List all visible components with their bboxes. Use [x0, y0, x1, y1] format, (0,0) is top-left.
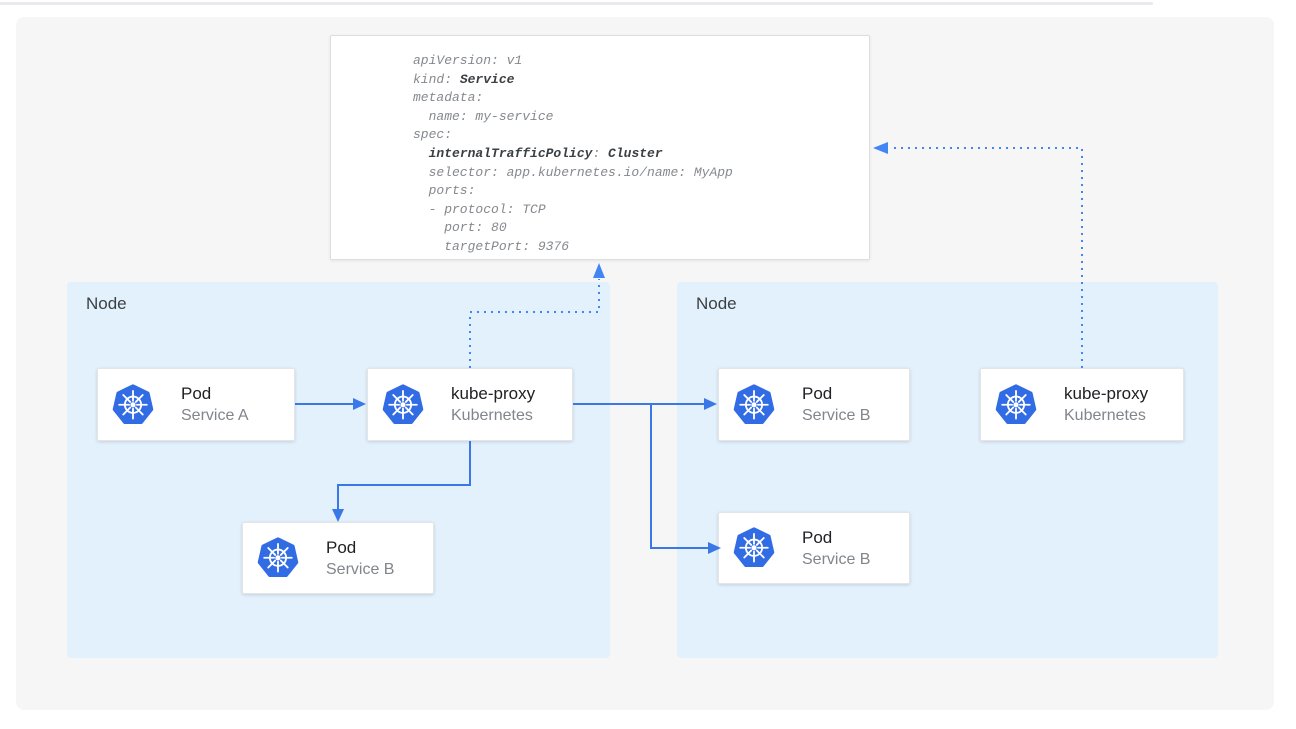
- node-left: Node: [67, 282, 610, 658]
- card-subtitle: Kubernetes: [1064, 405, 1148, 427]
- node-right-label: Node: [696, 294, 737, 314]
- kubernetes-helm-icon: [257, 537, 299, 579]
- card-subtitle: Service B: [802, 549, 870, 571]
- card-title: Pod: [326, 536, 394, 559]
- kubernetes-helm-icon: [382, 384, 424, 426]
- card-pod-service-a: Pod Service A: [97, 368, 295, 441]
- yaml-code-line: selector: app.kubernetes.io/name: MyApp: [413, 164, 861, 183]
- service-yaml-card: apiVersion: v1kind: Servicemetadata: nam…: [330, 35, 870, 260]
- card-pod-service-b-left: Pod Service B: [242, 522, 434, 594]
- card-pod-service-b-right-top: Pod Service B: [718, 368, 910, 441]
- card-subtitle: Service B: [326, 559, 394, 581]
- kubernetes-helm-icon: [733, 527, 775, 569]
- card-title: kube-proxy: [1064, 382, 1148, 405]
- kubernetes-helm-icon: [112, 384, 154, 426]
- yaml-code-line: targetPort: 9376: [413, 238, 861, 257]
- yaml-code-line: name: my-service: [413, 108, 861, 127]
- yaml-code-line: apiVersion: v1: [413, 52, 861, 71]
- card-subtitle: Kubernetes: [451, 405, 535, 427]
- node-left-label: Node: [86, 294, 127, 314]
- card-title: Pod: [802, 526, 870, 549]
- yaml-code-line: ports:: [413, 182, 861, 201]
- yaml-code-line: kind: Service: [413, 71, 861, 90]
- card-pod-service-b-right-bottom: Pod Service B: [718, 512, 910, 584]
- top-divider-line: [0, 2, 1153, 5]
- card-title: Pod: [181, 382, 249, 405]
- yaml-code-line: internalTrafficPolicy: Cluster: [413, 145, 861, 164]
- card-subtitle: Service B: [802, 405, 870, 427]
- yaml-code-line: metadata:: [413, 89, 861, 108]
- card-title: kube-proxy: [451, 382, 535, 405]
- card-kube-proxy-left: kube-proxy Kubernetes: [367, 368, 573, 441]
- yaml-code: apiVersion: v1kind: Servicemetadata: nam…: [413, 52, 861, 257]
- yaml-code-line: port: 80: [413, 219, 861, 238]
- yaml-code-line: - protocol: TCP: [413, 201, 861, 220]
- yaml-code-line: spec:: [413, 126, 861, 145]
- kubernetes-helm-icon: [733, 384, 775, 426]
- node-right: Node: [677, 282, 1218, 658]
- card-title: Pod: [802, 382, 870, 405]
- card-kube-proxy-right: kube-proxy Kubernetes: [980, 368, 1184, 441]
- card-subtitle: Service A: [181, 405, 249, 427]
- kubernetes-helm-icon: [995, 384, 1037, 426]
